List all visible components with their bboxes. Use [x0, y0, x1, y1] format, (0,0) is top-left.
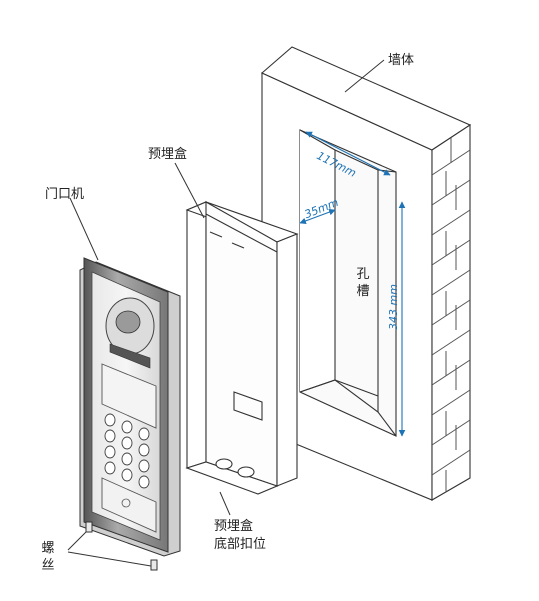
- box-bottom-clip-label-2: 底部扣位: [214, 537, 267, 552]
- wall: [260, 46, 472, 501]
- box-bottom-clip-label-1: 预埋盒: [214, 519, 254, 534]
- label-leaders: [69, 59, 385, 261]
- height-dimension: 343 mm: [387, 284, 400, 330]
- door-unit-label: 门口机: [45, 187, 85, 202]
- screw-leaders: [67, 531, 152, 567]
- dimension-lines: [299, 131, 406, 437]
- bottom-clip-leader: [219, 491, 231, 516]
- screws: [85, 521, 158, 571]
- wall-label: 墙体: [388, 53, 415, 68]
- slot-label: 孔 槽: [356, 267, 370, 299]
- screws-label: 螺 丝: [41, 541, 55, 573]
- embedded-box: [185, 201, 299, 495]
- embedded-box-label: 预埋盒: [148, 147, 188, 162]
- brick-pattern: [431, 138, 471, 492]
- door-unit: [79, 257, 181, 557]
